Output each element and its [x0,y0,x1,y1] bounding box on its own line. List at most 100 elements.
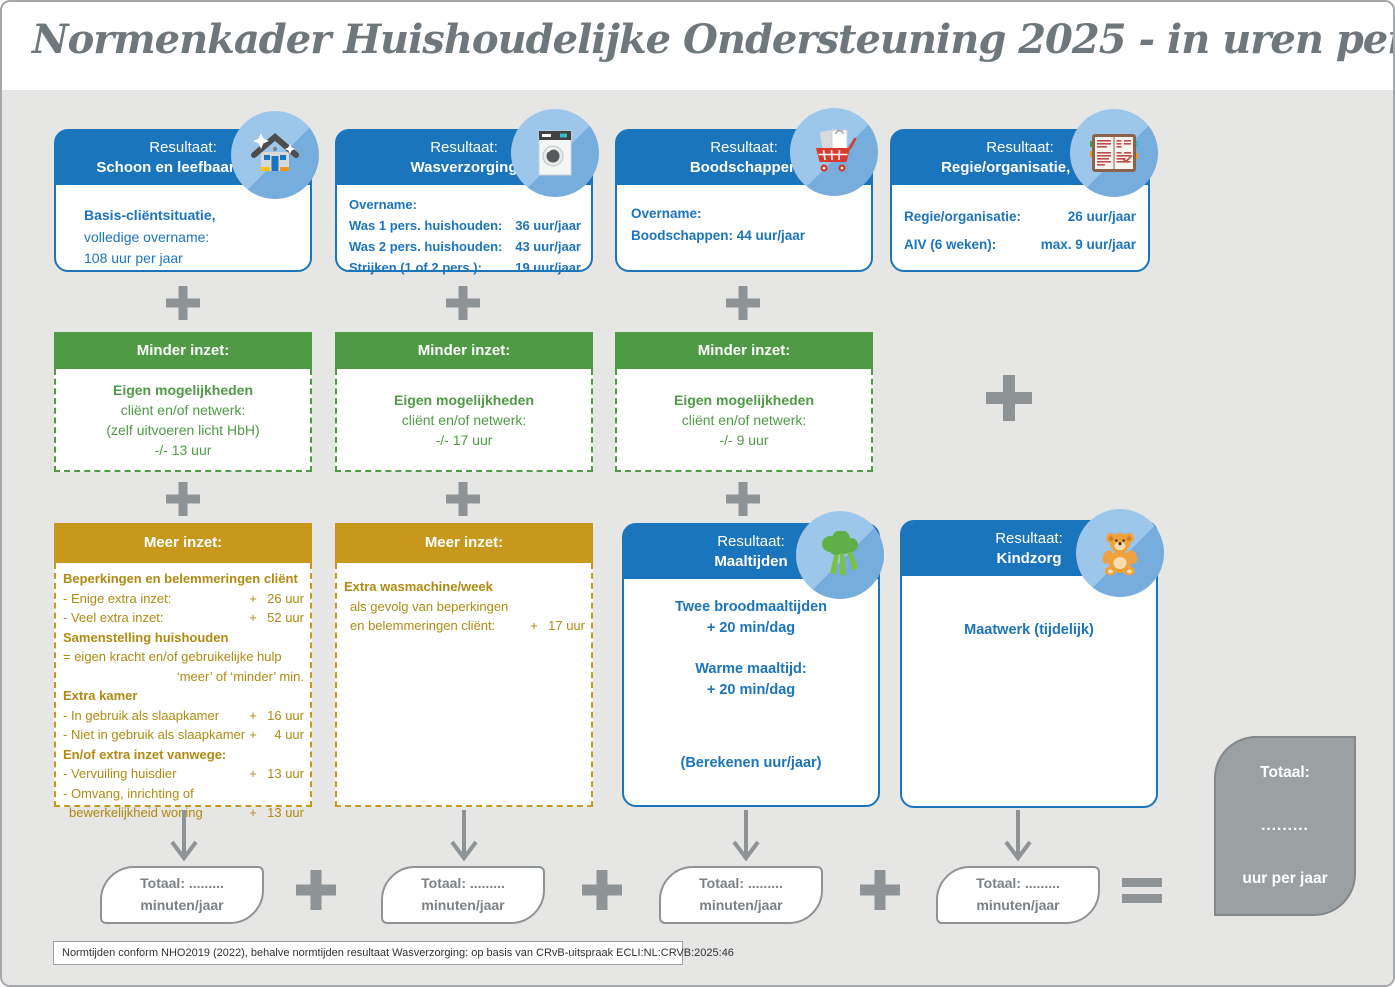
extra-value: 13 uur [267,805,304,820]
body-line: cliënt en/of netwerk: [401,411,527,428]
extra-row: en belemmeringen cliënt: + 17 uur [344,616,585,636]
body-line: 108 uur per jaar [84,250,183,266]
body-line: Warme maaltijd: [695,661,807,677]
total-minutes-schoon: Totaal: ......... minuten/jaar [100,866,264,924]
header-line1: Resultaat: [149,139,217,156]
result-box-body: Regie/organisatie: 26 uur/jaar AIV (6 we… [892,185,1148,252]
total-minutes-was: Totaal: ......... minuten/jaar [381,866,545,924]
extra-label: en belemmeringen cliënt: [350,618,496,633]
extra-value: 52 uur [267,610,304,625]
body-line: Basis-cliëntsituatie, [84,207,216,223]
extra-label: - Niet in gebruik als slaapkamer [63,727,246,742]
plus-sign: + [249,610,257,625]
body-line: (Berekenen uur/jaar) [680,755,822,771]
body-line: Eigen mogelijkheden [393,391,535,408]
total-minutes-boodschappen: Totaal: ......... minuten/jaar [659,866,823,924]
minder-inzet-body: Eigen mogelijkheden cliënt en/of netwerk… [54,369,312,472]
norm-row: Strijken (1 of 2 pers.): 19 uur/jaar [349,257,581,278]
extra-row: - Enige extra inzet: + 26 uur [63,589,304,609]
extra-row: - Vervuiling huisdier + 13 uur [63,764,304,784]
norm-row: Was 2 pers. huishouden: 43 uur/jaar [349,236,581,257]
extra-value: 4 uur [274,727,304,742]
meer-inzet-header: Meer inzet: [335,523,593,563]
norm-row: Regie/organisatie: 26 uur/jaar [904,209,1136,224]
body-intro: Overname: [631,206,702,221]
header-line2: Regie/organisatie, AIV [941,158,1099,176]
meer-inzet-header: Meer inzet: [54,523,312,563]
total-line1: Totaal: ......... [421,875,505,892]
footnote: Normtijden conform NHO2019 (2022), behal… [53,941,734,965]
plus-icon [446,482,480,516]
norm-value: 26 uur/jaar [1067,209,1136,224]
norm-label: Was 2 pers. huishouden: [349,239,503,254]
norm-label: Regie/organisatie: [904,209,1022,224]
header-line1: Resultaat: [430,139,498,156]
plus-icon [582,870,622,910]
plus-icon [986,375,1032,421]
body-line: -/- 9 uur [719,431,769,448]
extra-label: - Vervuiling huisdier [63,766,177,781]
plus-sign: + [530,618,538,633]
norm-label: AIV (6 weken): [904,237,997,252]
grand-total-box: Totaal: ......... uur per jaar [1214,736,1356,916]
header-line1: Resultaat: [986,139,1054,156]
result-box-body: Maatwerk (tijdelijk) [902,576,1156,797]
header-line1: Resultaat: [995,530,1063,547]
body-line: als gevolg van beperkingen [350,598,509,614]
norm-value: 19 uur/jaar [515,260,581,275]
shopping-cart-svg [816,129,857,172]
teddy-bear-icon [1076,509,1164,597]
extra-label: - Veel extra inzet: [63,610,164,625]
section-heading: Beperkingen en belemmeringen cliënt [63,571,298,586]
norm-label: Was 1 pers. huishouden: [349,218,503,233]
result-box-wasverzorging: Resultaat: Wasverzorging Overname: Was 1… [335,129,593,275]
page-title: Normenkader Huishoudelijke Ondersteuning… [32,16,1395,63]
result-box-body: Twee broodmaaltijden + 20 min/dag Warme … [624,579,878,800]
planner-svg [1090,134,1138,172]
grand-total-unit: uur per jaar [1242,870,1328,887]
washing-machine-svg [538,130,572,176]
planner-icon [1070,109,1158,197]
body-line: cliënt en/of netwerk: [681,411,807,428]
sparkling-house-icon [231,111,319,199]
plus-icon [166,482,200,516]
minder-inzet-header: Minder inzet: [615,332,873,369]
plus-icon [446,286,480,320]
body-line: Eigen mogelijkheden [112,381,254,398]
extra-row: - Veel extra inzet: + 52 uur [63,608,304,628]
shopping-cart-icon [790,108,878,196]
minder-inzet-box-boodschappen: Minder inzet: Eigen mogelijkheden cliënt… [615,332,873,472]
result-box-maaltijden: Resultaat: Maaltijden Twee broodmaaltijd… [622,523,880,807]
meer-inzet-box-was: Meer inzet: Extra wasmachine/week als ge… [335,523,593,807]
body-line: - Omvang, inrichting of [63,785,194,801]
extra-value: 26 uur [267,590,304,606]
body-line: Eigen mogelijkheden [673,391,815,408]
extra-value: 16 uur [267,707,304,723]
extra-value: 13 uur [267,766,304,781]
body-line: -/- 17 uur [435,431,493,448]
norm-row: Boodschappen: 44 uur/jaar [631,228,806,243]
extra-label: - Enige extra inzet: [63,590,172,606]
broccoli-icon [796,511,884,599]
result-box-body: Basis-cliëntsituatie, volledige overname… [56,185,310,270]
header-line1: Resultaat: [717,533,785,550]
extra-row: - Niet in gebruik als slaapkamer + 4 uur [63,725,304,745]
meer-inzet-body: Extra wasmachine/week als gevolg van bep… [335,563,593,807]
down-arrow-icon [450,810,478,862]
total-line2: minuten/jaar [421,897,505,913]
extra-row: - In gebruik als slaapkamer + 16 uur [63,706,304,726]
minder-inzet-header: Minder inzet: [335,332,593,369]
body-line: (zelf uitvoeren licht HbH) [106,421,260,438]
down-arrow-icon [170,810,198,862]
body-line: = eigen kracht en/of gebruikelijke hulp [63,649,282,664]
body-line: cliënt en/of netwerk: [120,401,246,418]
plus-icon [726,482,760,516]
plus-icon [860,870,900,910]
total-line2: minuten/jaar [976,897,1060,913]
norm-label: Strijken (1 of 2 pers.): [349,260,482,275]
body-line: -/- 13 uur [154,441,212,458]
header-line1: Resultaat: [710,139,778,156]
body-line: Maatwerk (tijdelijk) [964,622,1094,638]
plus-sign: + [249,805,257,820]
